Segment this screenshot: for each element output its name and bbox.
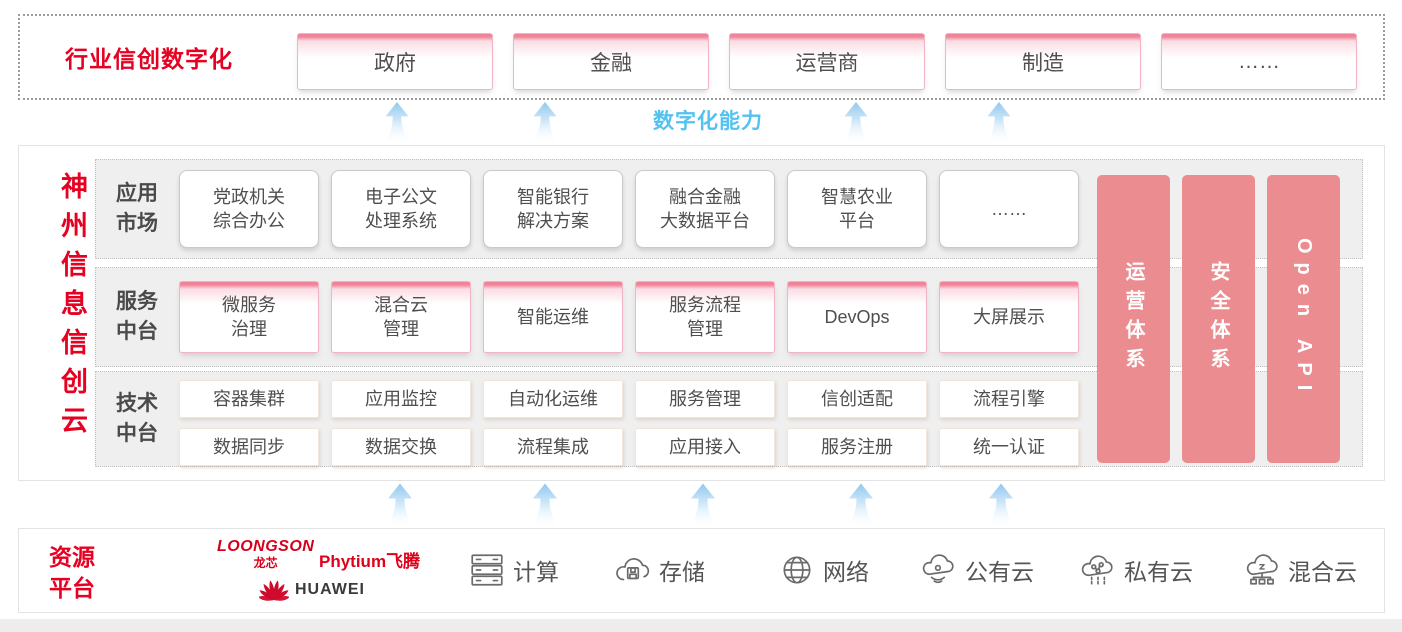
- app-market-cells: 党政机关 综合办公 电子公文 处理系统 智能银行 解决方案 融合金融 大数据平台…: [179, 160, 1079, 258]
- up-arrow-icon: [385, 483, 415, 528]
- huawei-flower-icon: [259, 580, 289, 601]
- tech-box-app-monitoring: 应用监控: [331, 380, 471, 418]
- tech-box-service-registry: 服务注册: [787, 428, 927, 466]
- app-box-edoc-system: 电子公文 处理系统: [331, 170, 471, 248]
- tech-box-app-access: 应用接入: [635, 428, 775, 466]
- industry-box-government: 政府: [297, 33, 493, 90]
- svc-box-microservice-governance: 微服务 治理: [179, 281, 319, 353]
- pillar-operation-system: 运营体系: [1097, 175, 1170, 463]
- network-icon: [783, 556, 811, 584]
- resource-item-label: 私有云: [1124, 559, 1193, 585]
- app-box-smart-agriculture: 智慧农业 平台: [787, 170, 927, 248]
- tech-platform-label: 技术 中台: [116, 391, 158, 445]
- tech-box-data-sync: 数据同步: [179, 428, 319, 466]
- app-market-row: 应用 市场 党政机关 综合办公 电子公文 处理系统 智能银行 解决方案 融合金融…: [95, 159, 1363, 259]
- tech-box-unified-auth: 统一认证: [939, 428, 1079, 466]
- phytium-logo: Phytium飞腾: [319, 552, 421, 571]
- svc-box-intelligent-ops: 智能运维: [483, 281, 623, 353]
- resource-arrow-layer: [0, 481, 1402, 528]
- public-cloud-icon: [922, 554, 954, 584]
- up-arrow-icon: [986, 483, 1016, 528]
- industry-box-finance: 金融: [513, 33, 709, 90]
- bottom-divider-strip: [0, 619, 1402, 632]
- platform-title: 神州信息信创云: [57, 172, 87, 445]
- industry-row: 政府 金融 运营商 制造 ……: [297, 33, 1357, 90]
- app-market-label: 应用 市场: [116, 181, 158, 235]
- svc-box-devops: DevOps: [787, 281, 927, 353]
- tech-box-container-cluster: 容器集群: [179, 380, 319, 418]
- resource-item-compute: 计算: [468, 551, 559, 589]
- private-cloud-icon: [1081, 555, 1113, 585]
- service-platform-row: 服务 中台 微服务 治理 混合云 管理 智能运维 服务流程 管理 DevOps …: [95, 267, 1363, 367]
- tech-line-1: 容器集群 应用监控 自动化运维 服务管理 信创适配 流程引擎: [179, 380, 1079, 418]
- up-arrow-icon: [984, 102, 1014, 144]
- service-platform-cells: 微服务 治理 混合云 管理 智能运维 服务流程 管理 DevOps 大屏展示: [179, 268, 1079, 366]
- industry-band-title: 行业信创数字化: [65, 46, 233, 72]
- tech-box-automated-ops: 自动化运维: [483, 380, 623, 418]
- resource-item-storage: 存储: [614, 551, 705, 589]
- storage-icon: [616, 558, 650, 581]
- app-box-more: ……: [939, 170, 1079, 248]
- up-arrow-icon: [530, 483, 560, 528]
- tech-box-service-mgmt: 服务管理: [635, 380, 775, 418]
- huawei-wordmark: HUAWEI: [295, 581, 365, 598]
- resource-item-label: 存储: [659, 559, 705, 585]
- app-box-finance-bigdata: 融合金融 大数据平台: [635, 170, 775, 248]
- svc-box-service-process-mgmt: 服务流程 管理: [635, 281, 775, 353]
- up-arrow-icon: [846, 483, 876, 528]
- resource-band: 资源 平台 LOONGSON 龙芯 Phytium飞腾 HUAWEI: [18, 528, 1385, 613]
- hybrid-cloud-icon: [1246, 554, 1278, 585]
- tech-box-process-integration: 流程集成: [483, 428, 623, 466]
- resource-item-label: 混合云: [1288, 559, 1357, 585]
- tech-box-xinchuang-adaptation: 信创适配: [787, 380, 927, 418]
- tech-platform-row: 技术 中台 容器集群 应用监控 自动化运维 服务管理 信创适配 流程引擎 数据同…: [95, 371, 1363, 467]
- loongson-wordmark: LOONGSON: [217, 538, 315, 555]
- industry-box-more: ……: [1161, 33, 1357, 90]
- loongson-logo: LOONGSON 龙芯: [217, 538, 314, 571]
- svc-box-big-screen: 大屏展示: [939, 281, 1079, 353]
- compute-icon: [471, 554, 503, 586]
- resource-item-private-cloud: 私有云: [1079, 551, 1193, 589]
- up-arrow-icon: [688, 483, 718, 528]
- app-box-smart-banking: 智能银行 解决方案: [483, 170, 623, 248]
- tech-line-2: 数据同步 数据交换 流程集成 应用接入 服务注册 统一认证: [179, 428, 1079, 466]
- tech-box-process-engine: 流程引擎: [939, 380, 1079, 418]
- industry-band: 行业信创数字化 政府 金融 运营商 制造 ……: [18, 14, 1385, 100]
- platform-box: 神州信息信创云 应用 市场 党政机关 综合办公 电子公文 处理系统 智能银行 解…: [18, 145, 1385, 481]
- pillar-open-api: Open API: [1267, 175, 1340, 463]
- resource-item-network: 网络: [778, 551, 869, 589]
- svc-box-hybrid-cloud-mgmt: 混合云 管理: [331, 281, 471, 353]
- resource-item-label: 公有云: [965, 559, 1034, 585]
- pillar-security-system: 安全体系: [1182, 175, 1255, 463]
- industry-box-manufacturing: 制造: [945, 33, 1141, 90]
- industry-box-operator: 运营商: [729, 33, 925, 90]
- up-arrow-icon: [841, 102, 871, 144]
- loongson-chinese: 龙芯: [253, 556, 278, 570]
- up-arrow-icon: [530, 102, 560, 144]
- resource-item-public-cloud: 公有云: [920, 551, 1034, 589]
- app-box-gov-office: 党政机关 综合办公: [179, 170, 319, 248]
- tech-box-data-exchange: 数据交换: [331, 428, 471, 466]
- huawei-logo: HUAWEI: [259, 579, 365, 601]
- tech-platform-cells: 容器集群 应用监控 自动化运维 服务管理 信创适配 流程引擎 数据同步 数据交换…: [179, 380, 1079, 466]
- capability-label: 数字化能力: [653, 110, 763, 133]
- service-platform-label: 服务 中台: [116, 289, 158, 343]
- capability-arrow-layer: 数字化能力: [0, 99, 1402, 145]
- resource-item-label: 网络: [823, 559, 869, 585]
- resource-item-label: 计算: [513, 559, 559, 585]
- up-arrow-icon: [382, 102, 412, 144]
- resource-item-hybrid-cloud: 混合云: [1243, 551, 1357, 589]
- resource-band-label: 资源 平台: [49, 544, 95, 602]
